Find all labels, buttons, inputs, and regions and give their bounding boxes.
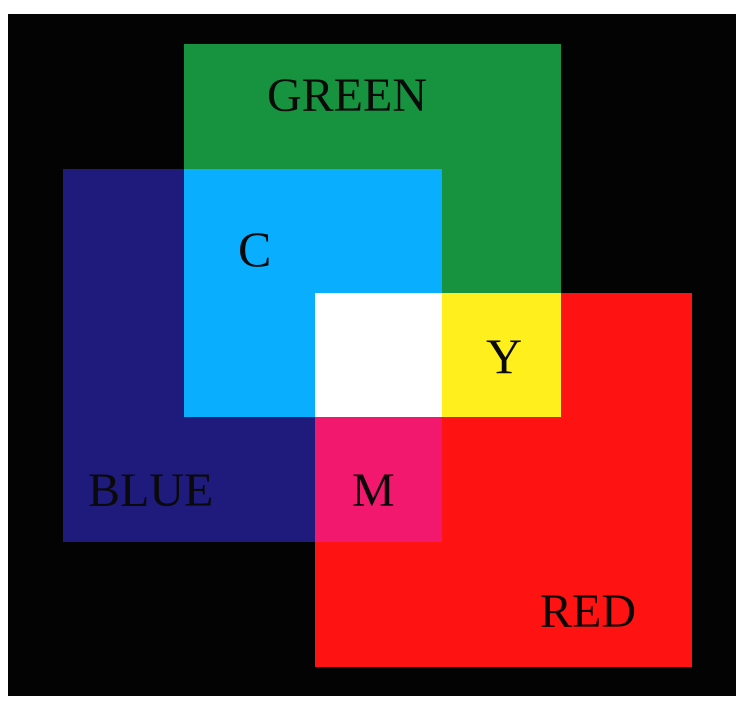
green-label: GREEN — [267, 69, 427, 122]
white-region — [315, 293, 442, 417]
blue-label: BLUE — [88, 464, 214, 517]
magenta-region — [315, 417, 442, 542]
diagram-background: GREEN C Y BLUE M RED — [8, 14, 736, 696]
yellow-label: Y — [486, 328, 523, 384]
cyan-label: C — [238, 221, 272, 277]
magenta-label: M — [352, 464, 395, 517]
red-label: RED — [540, 585, 636, 638]
color-mixing-diagram — [8, 14, 736, 696]
yellow-region — [442, 293, 561, 417]
